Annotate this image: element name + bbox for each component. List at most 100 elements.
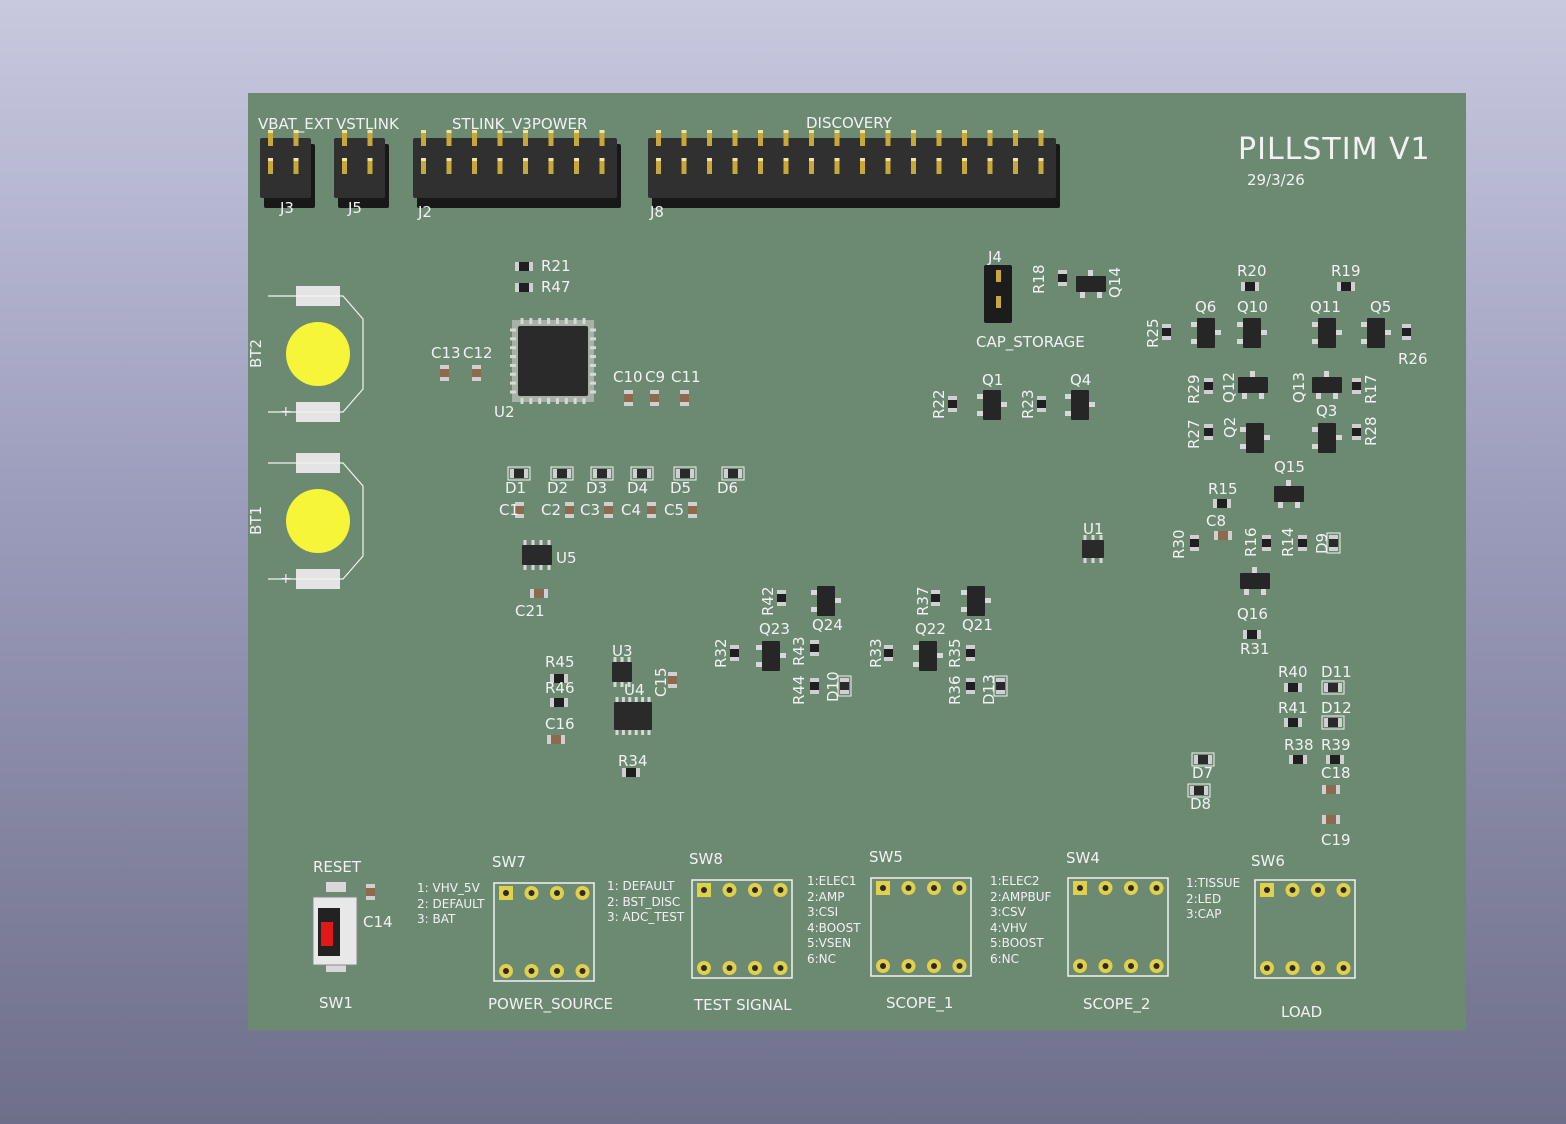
header-pin: [911, 158, 916, 174]
header-j8: [648, 130, 1060, 208]
ref-r14-rot: R14: [1279, 527, 1297, 557]
ref-r47: R47: [541, 278, 571, 296]
transistor-q14: [1076, 270, 1106, 298]
ref-r44-rot: R44: [790, 675, 808, 705]
ic-pin: [531, 565, 535, 570]
ic-pin: [510, 390, 516, 394]
capacitor-c11: [680, 390, 689, 406]
transistor-body: [1238, 377, 1268, 393]
switch-option: 3:CSV: [990, 905, 1026, 919]
header-pin-tip: [1013, 158, 1018, 161]
ic-body: [614, 702, 652, 730]
header-pin: [707, 130, 712, 146]
diode-outline: [1321, 680, 1345, 695]
ref-r34: R34: [618, 752, 648, 770]
ref-q21: Q21: [962, 616, 993, 634]
transistor-pin: [913, 645, 919, 650]
switch-option: 2: DEFAULT: [417, 896, 485, 911]
diode-outline: [1187, 783, 1211, 798]
chip-body: [1190, 539, 1199, 547]
ref-u3: U3: [612, 642, 633, 660]
capacitor-c12: [472, 365, 481, 381]
switch-pad-hole: [931, 885, 937, 891]
transistor-pin: [1097, 292, 1102, 298]
ic-pin: [1099, 558, 1103, 563]
transistor-pin: [1080, 292, 1085, 298]
resistor-r41: [1284, 718, 1302, 727]
chip-body: [810, 644, 819, 652]
capacitor-c21: [530, 589, 548, 598]
resistor-r40: [1284, 683, 1302, 692]
header-pin: [548, 158, 554, 174]
transistor-pin: [1261, 330, 1267, 335]
switch-name-sw7: POWER_SOURCE: [488, 995, 614, 1013]
header-pin-tip: [911, 130, 916, 133]
header-pin: [367, 158, 373, 174]
ref-d5: D5: [670, 479, 692, 497]
transistor-pin: [1250, 371, 1255, 377]
switch-leg: [326, 882, 346, 892]
transistor-pin: [835, 598, 841, 603]
chip-body: [884, 649, 893, 657]
chip-body: [1247, 630, 1257, 639]
transistor-pin: [977, 411, 983, 416]
header-pin-tip: [548, 158, 554, 161]
header-pin-tip: [987, 158, 993, 161]
chip-body: [1293, 755, 1303, 764]
resistor-r20: [1241, 282, 1259, 291]
transistor-body: [1246, 423, 1264, 453]
header-pin: [936, 158, 942, 174]
transistor-pin: [1385, 330, 1391, 335]
diode-outline: [673, 466, 697, 481]
battery-bt1: +: [268, 453, 364, 589]
chip-body: [604, 506, 613, 514]
diode-outline: [590, 466, 614, 481]
header-pin: [523, 158, 528, 174]
transistor-pin: [1240, 444, 1246, 449]
ic-pin: [531, 540, 535, 545]
capacitor-c19: [1322, 815, 1340, 824]
header-j5: [334, 130, 389, 208]
switch-option: 2:AMPBUF: [990, 889, 1052, 904]
switch-option: 6:NC: [990, 951, 1020, 966]
ref-u5: U5: [556, 549, 577, 567]
header-pin-tip: [1038, 158, 1044, 161]
ic-pin: [634, 697, 638, 702]
ic-pin: [590, 355, 596, 359]
header-pin-tip: [656, 158, 661, 161]
capacitor-c3: [604, 502, 613, 518]
header-pin-tip: [523, 130, 528, 133]
ic-pin: [529, 318, 533, 324]
header-pin-tip: [936, 158, 942, 161]
ic-pin: [510, 355, 516, 359]
ref-r16-rot: R16: [1242, 527, 1260, 557]
header-pin-tip: [342, 130, 347, 133]
ref-r40: R40: [1278, 663, 1308, 681]
resistor-r42: [777, 590, 786, 606]
header-pin: [996, 296, 1001, 308]
chip-body: [1204, 382, 1213, 390]
chip-body: [554, 698, 564, 707]
ic-pin: [590, 328, 596, 332]
transistor-pin: [985, 598, 991, 603]
switch-sw6: [1254, 879, 1356, 979]
chip-body: [688, 506, 697, 514]
ref-q14: Q14: [1106, 267, 1124, 298]
header-pin: [599, 158, 605, 174]
transistor-pin: [1191, 339, 1197, 344]
switch-pad-hole: [1077, 963, 1083, 969]
switch-name-sw6: LOAD: [1281, 1003, 1323, 1021]
switch-pad-hole: [1340, 965, 1347, 971]
header-pin: [809, 158, 814, 174]
header-pin-tip: [523, 158, 528, 161]
transistor-pin: [913, 662, 919, 667]
switch-option: 6:NC: [807, 951, 837, 966]
transistor-pin: [1259, 393, 1264, 399]
transistor-body: [817, 586, 835, 616]
capacitor-c2: [565, 502, 574, 518]
chip-body: [1341, 282, 1351, 291]
diode-d13: [993, 675, 1008, 697]
resistor-r38: [1289, 755, 1307, 764]
transistor-body: [1367, 318, 1385, 348]
